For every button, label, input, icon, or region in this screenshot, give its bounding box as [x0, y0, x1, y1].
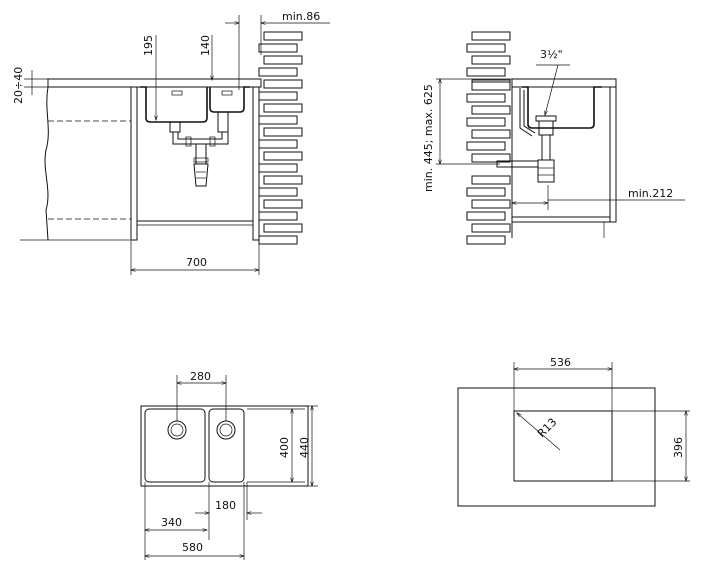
dim-min-86: min.86 — [282, 10, 320, 23]
worktop-section — [511, 78, 617, 88]
side-elevation-view: 3½" min. 445; max. 625 min.212 — [422, 31, 685, 245]
brick — [471, 129, 511, 139]
brick — [258, 211, 298, 221]
brick — [466, 67, 506, 77]
brick — [263, 55, 303, 65]
brick — [466, 141, 506, 151]
dim-140: 140 — [199, 35, 212, 56]
cabinet-left-wall — [130, 86, 138, 241]
dim-195: 195 — [142, 35, 155, 56]
dim-396: 396 — [672, 437, 685, 458]
brick — [466, 117, 506, 127]
dim-440: 440 — [298, 437, 311, 458]
brick — [258, 67, 298, 77]
brick-wall — [466, 31, 511, 245]
brick — [466, 43, 506, 53]
dim-r13: R13 — [535, 416, 559, 440]
brick — [258, 115, 298, 125]
brick — [258, 235, 298, 245]
brick — [258, 43, 298, 53]
bowl-large — [140, 86, 208, 123]
brick-wall — [258, 31, 303, 245]
sink-outline — [140, 405, 309, 487]
dim-180: 180 — [215, 499, 236, 512]
dim-height-range: min. 445; max. 625 — [422, 84, 435, 192]
cabinet-right-wall — [252, 86, 260, 241]
brick — [258, 187, 298, 197]
trap — [195, 143, 207, 165]
brick — [466, 187, 506, 197]
brick — [263, 127, 303, 137]
dim-worktop-thickness: 20÷40 — [12, 67, 25, 104]
cutout-view: 536 R13 396 — [457, 356, 690, 507]
dim-thread: 3½" — [540, 48, 563, 61]
brick — [471, 55, 511, 65]
brick — [471, 153, 511, 163]
dim-700: 700 — [186, 256, 207, 269]
bowl-large-top — [144, 408, 206, 483]
worktop-section — [47, 78, 262, 88]
brick — [258, 163, 298, 173]
brick — [471, 31, 511, 41]
brick — [263, 151, 303, 161]
front-elevation-view: 20÷40 195 140 min.86 700 — [12, 10, 330, 275]
brick — [258, 91, 298, 101]
brick — [471, 199, 511, 209]
bowl-side — [522, 86, 602, 129]
brick — [263, 79, 303, 89]
brick — [471, 175, 511, 185]
brick — [263, 103, 303, 113]
dim-536: 536 — [550, 356, 571, 369]
brick — [258, 139, 298, 149]
dim-min-212: min.212 — [628, 187, 673, 200]
dim-340: 340 — [161, 516, 182, 529]
top-view: 280 400 440 180 340 580 — [140, 370, 318, 560]
brick — [263, 199, 303, 209]
brick — [263, 175, 303, 185]
brick — [466, 211, 506, 221]
brick — [471, 81, 511, 91]
brick — [263, 31, 303, 41]
bowl-small — [209, 86, 250, 113]
brick — [471, 223, 511, 233]
break-line — [44, 86, 49, 241]
dim-580: 580 — [182, 541, 203, 554]
bowl-small-top — [208, 408, 245, 483]
cutout-opening — [513, 410, 613, 482]
brick — [471, 105, 511, 115]
brick — [466, 235, 506, 245]
brick — [466, 93, 506, 103]
dim-280: 280 — [190, 370, 211, 383]
dim-400: 400 — [278, 437, 291, 458]
brick — [263, 223, 303, 233]
